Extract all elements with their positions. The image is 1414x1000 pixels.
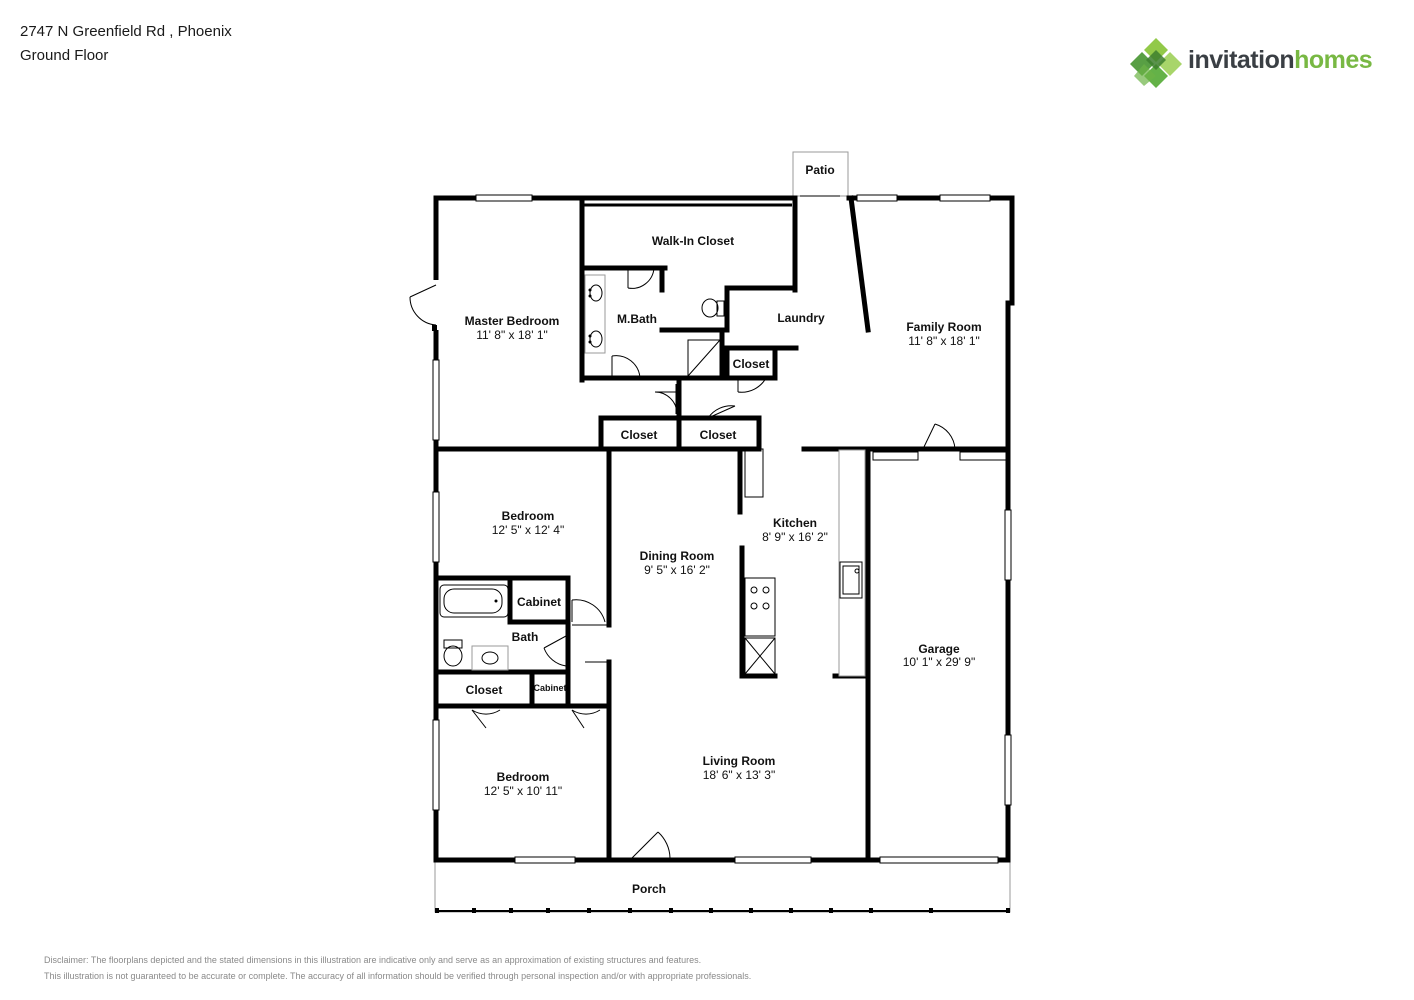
interior-walls — [433, 195, 1011, 863]
family-room-dims: 11' 8" x 18' 1" — [908, 334, 980, 348]
laundry-closet-label: Closet — [733, 357, 770, 371]
walk-in-closet-label: Walk-In Closet — [652, 234, 734, 248]
logo-text-homes: homes — [1294, 46, 1373, 74]
room-labels: Patio Walk-In Closet Master Bedroom 11' … — [465, 163, 982, 896]
bedroom-2-label: Bedroom — [497, 770, 550, 784]
m-bath-label: M.Bath — [617, 312, 657, 326]
bedroom-2-dims: 12' 5" x 10' 11" — [484, 784, 562, 798]
kitchen-dims: 8' 9" x 16' 2" — [762, 530, 828, 544]
logo-wordmark: invitationhomes — [1188, 46, 1373, 75]
porch-area — [434, 861, 1011, 913]
disclaimer-line-2: This illustration is not guaranteed to b… — [44, 971, 752, 981]
porch-posts — [435, 908, 1010, 913]
family-room-label: Family Room — [906, 320, 981, 334]
cabinet-2-label: Cabinet — [533, 683, 566, 693]
garage-label: Garage — [918, 642, 960, 656]
master-bedroom-label: Master Bedroom — [465, 314, 560, 328]
bath-fixtures — [439, 584, 509, 671]
garage-dims: 10' 1" x 29' 9" — [903, 655, 975, 669]
laundry-label: Laundry — [777, 311, 825, 325]
doors — [471, 195, 1007, 859]
bedroom-1-dims: 12' 5" x 12' 4" — [492, 523, 564, 537]
hall-closet-1-label: Closet — [621, 428, 658, 442]
address-label: 2747 N Greenfield Rd , Phoenix — [20, 23, 232, 40]
header: 2747 N Greenfield Rd , Phoenix Ground Fl… — [20, 20, 232, 68]
floor-label: Ground Floor — [20, 47, 109, 64]
cabinet-1-label: Cabinet — [517, 595, 561, 609]
master-bath-fixtures — [584, 274, 725, 377]
dining-room-dims: 9' 5" x 16' 2" — [644, 563, 710, 577]
patio-label: Patio — [805, 163, 834, 177]
disclaimer-line-1: Disclaimer: The floorplans depicted and … — [44, 955, 702, 965]
master-bedroom-dims: 11' 8" x 18' 1" — [476, 328, 548, 342]
dining-room-label: Dining Room — [640, 549, 715, 563]
windows — [432, 194, 1012, 864]
kitchen-label: Kitchen — [773, 516, 817, 530]
living-room-label: Living Room — [703, 754, 776, 768]
logo-mark-icon — [1130, 38, 1182, 88]
hall-closet-2-label: Closet — [700, 428, 737, 442]
patio-area — [792, 151, 849, 197]
porch-label: Porch — [632, 882, 666, 896]
logo-text-invitation: invitation — [1188, 46, 1295, 74]
closet-bedroom-2-label: Closet — [466, 683, 503, 697]
bath-label: Bath — [512, 630, 539, 644]
living-room-dims: 18' 6" x 13' 3" — [703, 768, 775, 782]
invitation-homes-logo: invitationhomes — [1128, 36, 1388, 90]
kitchen-fixtures — [744, 448, 866, 677]
bedroom-1-label: Bedroom — [502, 509, 555, 523]
master-exterior-door — [409, 275, 438, 331]
